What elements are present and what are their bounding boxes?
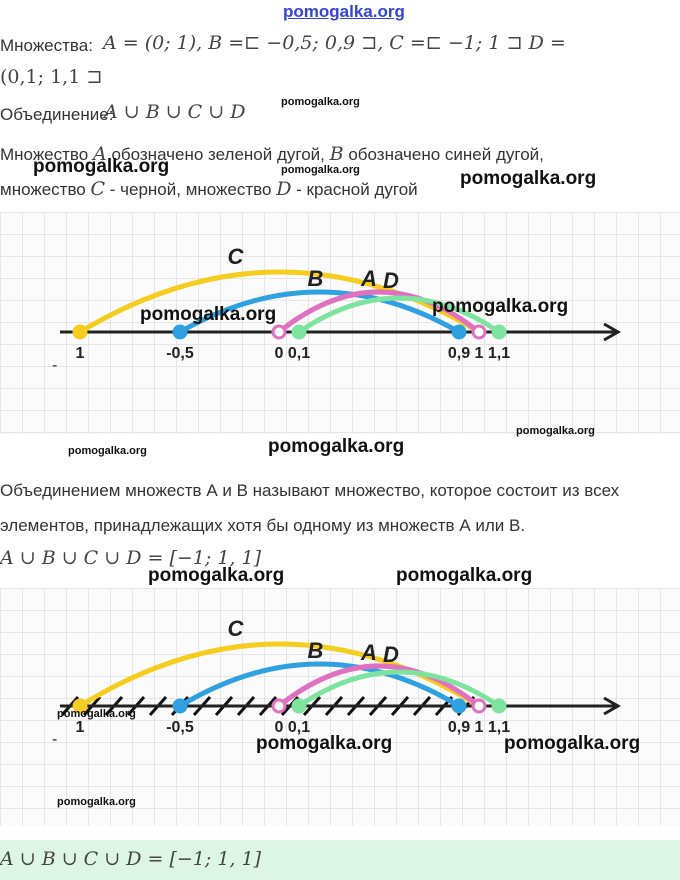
arc-label-a: A [360, 640, 377, 665]
answer-box: A ∪ B ∪ C ∪ D = [−1; 1, 1] [0, 840, 680, 880]
watermark: pomogalka.org [268, 436, 405, 457]
arc-label-c: C [228, 616, 245, 641]
definition-line-2: элементов, принадлежащих хотя бы одному … [0, 516, 526, 535]
arc-c [78, 269, 481, 335]
tick-label: 1 [76, 719, 85, 736]
arc-d [297, 669, 501, 709]
tick-label: 1 [475, 345, 484, 362]
point-marker [271, 324, 287, 340]
arc-label-b: B [308, 638, 324, 663]
header-watermark-link[interactable]: pomogalka.org [283, 2, 405, 21]
point-marker [471, 324, 487, 340]
arc-b [178, 661, 461, 709]
arc-a [277, 663, 481, 708]
arc-label-a: A [360, 266, 377, 291]
point-marker [291, 698, 307, 714]
point-marker [172, 698, 188, 714]
point-marker [491, 698, 507, 714]
tick-label: 0,1 [288, 719, 310, 736]
point-marker [491, 324, 507, 340]
watermark: pomogalka.org [57, 708, 136, 720]
arc-a [277, 289, 481, 334]
arc-label-b: B [308, 266, 324, 291]
watermark: pomogalka.org [68, 445, 147, 457]
watermark: pomogalka.org [140, 304, 277, 325]
tick-label: 0 [275, 719, 284, 736]
point-marker [72, 698, 88, 714]
watermark: pomogalka.org [281, 164, 360, 176]
answer-formula: A ∪ B ∪ C ∪ D = [−1; 1, 1] [0, 848, 261, 870]
watermark: pomogalka.org [148, 565, 285, 586]
description-line-1: Множество A обозначено зеленой дугой, B … [0, 143, 544, 165]
arc-label-c: C [228, 244, 245, 269]
point-marker [451, 324, 467, 340]
watermark: pomogalka.org [460, 168, 597, 189]
tick-label: 0,9 [448, 345, 470, 362]
result-formula: A ∪ B ∪ C ∪ D = [−1; 1, 1] [0, 547, 261, 569]
watermark: pomogalka.org [256, 733, 393, 754]
tick-label: 0 [275, 345, 284, 362]
point-marker [172, 324, 188, 340]
point-marker [471, 698, 487, 714]
arc-b [178, 289, 461, 335]
sets-label: Множества: [0, 36, 93, 55]
watermark: pomogalka.org [33, 156, 170, 177]
tick-label: 1,1 [488, 345, 510, 362]
tick-label: -0,5 [166, 719, 194, 736]
sets-formula-continued: (0,1; 1,1 ⊐ [0, 66, 103, 88]
watermark: pomogalka.org [57, 796, 136, 808]
tick-label: 0,1 [288, 345, 310, 362]
point-marker [291, 324, 307, 340]
watermark: pomogalka.org [281, 96, 360, 108]
union-label: Объединение: [0, 105, 114, 124]
axis-arrow [603, 322, 622, 342]
arc-label-d: D [383, 268, 399, 293]
arc-label-d: D [383, 642, 399, 667]
tick-label: -0,5 [166, 345, 194, 362]
tick-label: 0,9 [448, 719, 470, 736]
watermark: pomogalka.org [516, 425, 595, 437]
axis-arrow [603, 696, 622, 716]
tick-label: 1,1 [488, 719, 510, 736]
minus-mark: - [52, 731, 57, 748]
point-marker [451, 698, 467, 714]
sets-formula: A = (0; 1), B =⊏ −0,5; 0,9 ⊐, C =⊏ −1; 1… [103, 32, 566, 54]
minus-mark: - [52, 357, 57, 374]
description-line-2: множество C - черной, множество D - крас… [0, 178, 418, 200]
tick-label: 1 [475, 719, 484, 736]
point-marker [271, 698, 287, 714]
point-marker [72, 324, 88, 340]
arc-d [297, 295, 501, 335]
watermark: pomogalka.org [432, 296, 569, 317]
tick-label: 1 [76, 345, 85, 362]
definition-line-1: Объединением множеств А и В называют мно… [0, 481, 620, 500]
watermark: pomogalka.org [396, 565, 533, 586]
watermark: pomogalka.org [504, 733, 641, 754]
union-formula: A ∪ B ∪ C ∪ D [104, 101, 246, 123]
